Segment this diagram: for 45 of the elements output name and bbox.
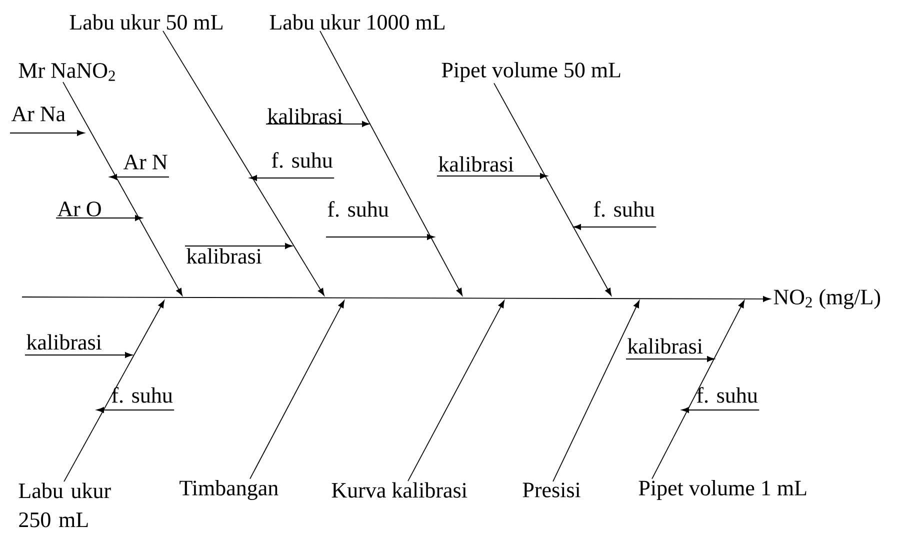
cause-label: kalibrasi — [628, 338, 703, 354]
cause-arrow — [184, 243, 293, 249]
branch-arrow — [162, 30, 324, 296]
cause-label: f. suhu — [594, 201, 655, 217]
branch-arrow — [320, 30, 463, 296]
cause-arrow — [266, 121, 370, 127]
cause-label: f. suhu — [328, 201, 389, 217]
cause-arrow — [109, 174, 170, 180]
cause-label: kalibrasi — [268, 108, 343, 124]
branch-label: Pipet volume 1 mL — [638, 480, 806, 500]
cause-arrow — [573, 224, 657, 230]
branch-label: Mr NaNO$_{2}$ — [18, 63, 115, 81]
branch-arrow — [408, 300, 505, 482]
cause-label: f. suhu — [272, 152, 333, 168]
branch-label: Labu ukur 1000 mL — [270, 14, 444, 30]
cause-label: Ar Na — [11, 106, 66, 122]
cause-label: kalibrasi — [438, 156, 514, 172]
branch-label: Labu ukur 250 mL — [18, 482, 111, 528]
cause-arrow — [626, 356, 715, 362]
cause-label: f. suhu — [696, 387, 758, 403]
branch-label: Presisi — [522, 482, 580, 498]
cause-arrow — [436, 173, 548, 179]
cause-label: Ar N — [123, 154, 168, 170]
branch-arrow — [64, 300, 165, 482]
cause-arrow — [10, 130, 85, 136]
branch-arrow — [652, 300, 745, 480]
branch-arrow — [62, 82, 183, 296]
branch-arrow — [552, 300, 640, 482]
cause-arrow — [56, 215, 143, 221]
branch-arrow — [494, 82, 612, 296]
cause-arrow — [249, 175, 335, 181]
cause-label: Ar O — [57, 202, 101, 216]
branch-label: Labu ukur 50 mL — [70, 14, 222, 30]
spine-arrow — [22, 296, 771, 302]
effect-label: NO$_{2}$ (mg/L) — [774, 289, 880, 309]
cause-arrow — [96, 407, 175, 413]
branch-label: Pipet volume 50 mL — [442, 62, 620, 82]
cause-label: kalibrasi — [26, 334, 102, 350]
branch-label: Kurva kalibrasi — [332, 482, 468, 498]
cause-arrow — [681, 407, 760, 413]
branch-arrow — [250, 300, 345, 480]
branch-label: Timbangan — [180, 480, 278, 500]
cause-arrow — [24, 352, 133, 358]
cause-arrow — [326, 234, 435, 240]
cause-label: kalibrasi — [186, 248, 262, 264]
